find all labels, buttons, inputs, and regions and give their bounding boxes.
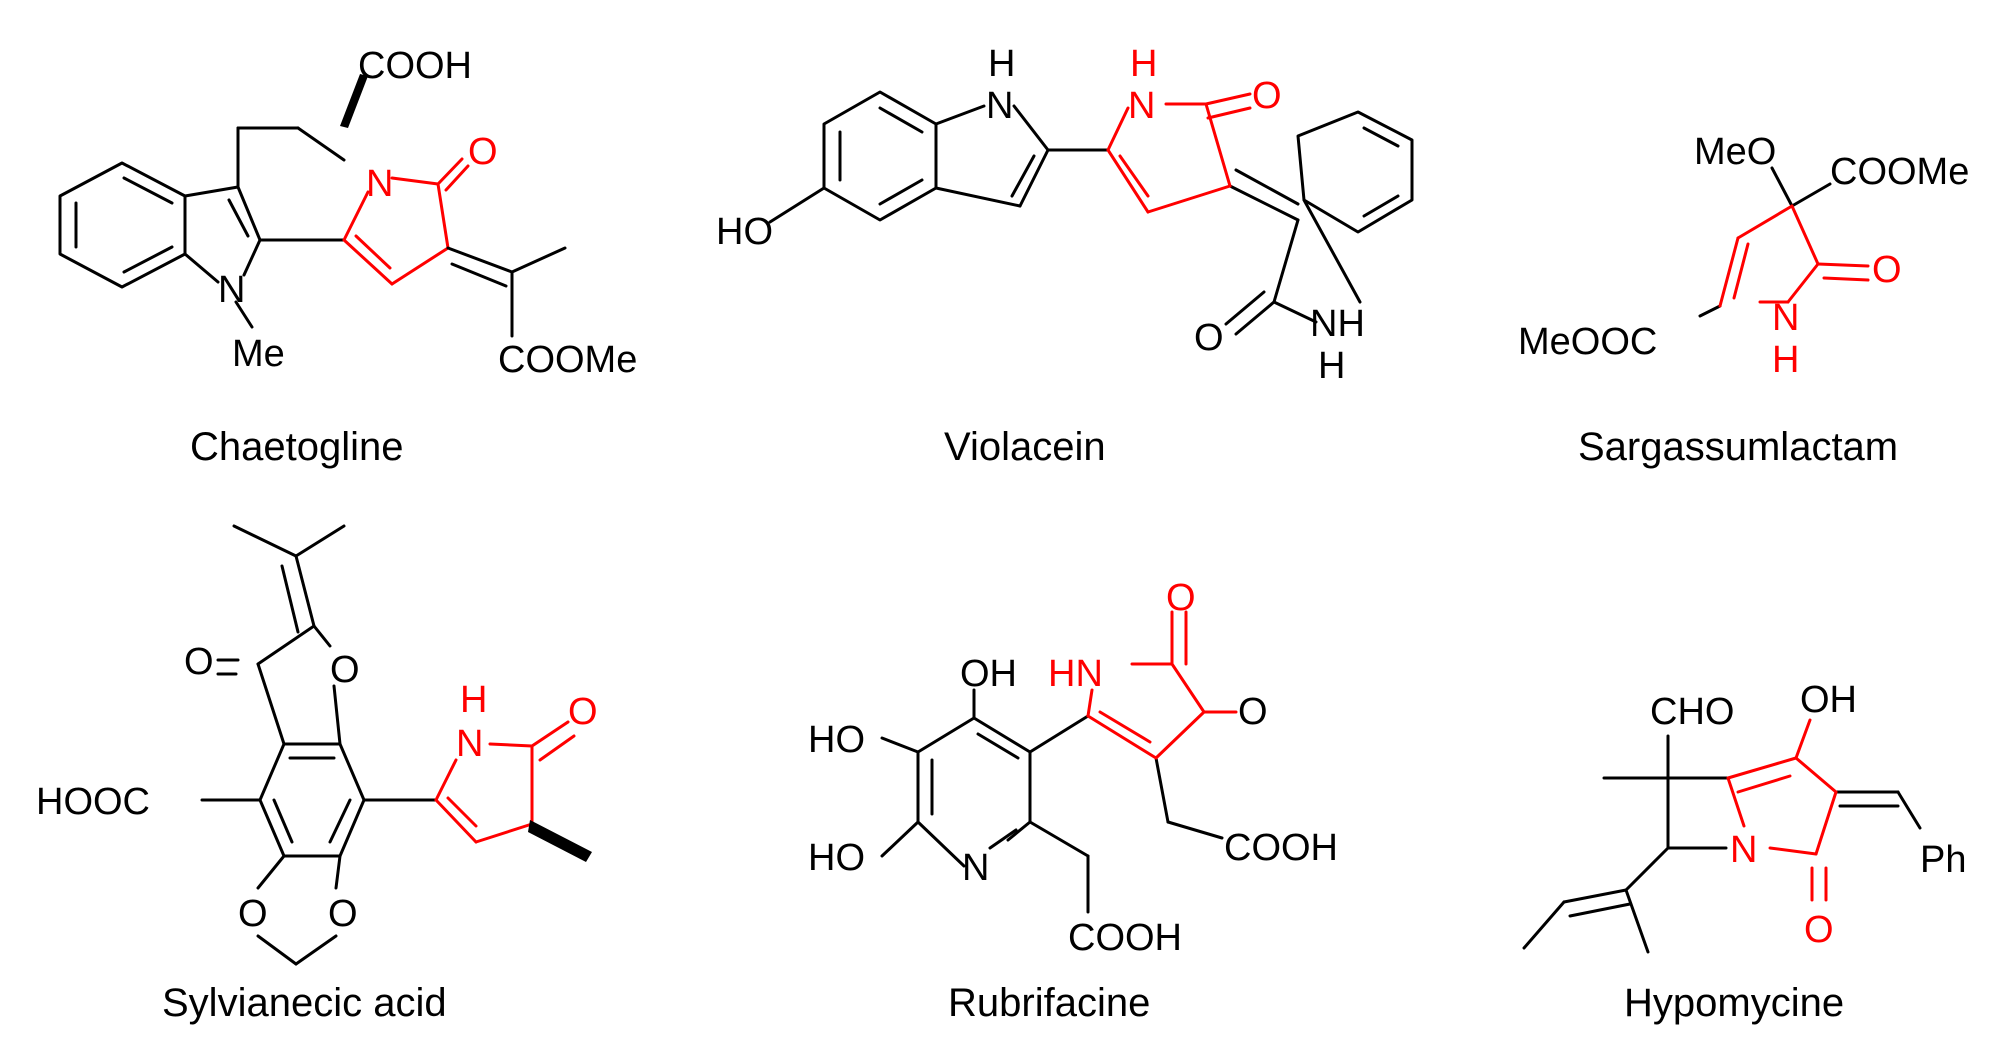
chaetogline-black-bonds [58, 126, 567, 338]
hypomycine-cho: CHO [1650, 691, 1734, 733]
sylvianecic-black-bonds [200, 524, 438, 966]
sylvianecic-keto-o: O [184, 641, 214, 683]
hypomycine-carbonyl-o: O [1804, 909, 1834, 951]
compound-rubrifacine: OH HO HO N HN O O COOH COOH Rubrifacine [808, 577, 1338, 1025]
violacein-carbonyl-o: O [1252, 75, 1282, 117]
sylvianecic-furan-o: O [330, 649, 360, 691]
hypomycine-ph: Ph [1920, 839, 1966, 881]
sylvianecic-dioxole-o1: O [238, 893, 268, 935]
violacein-red-ring [1106, 92, 1252, 214]
hypomycine-red-ring [1726, 718, 1838, 902]
sylvianecic-red-ring [434, 720, 576, 844]
rubrifacine-carbonyl-o1: O [1166, 577, 1196, 619]
rubrifacine-name: Rubrifacine [948, 981, 1150, 1025]
sylvianecic-hooc: HOOC [36, 781, 150, 823]
rubrifacine-hn: HN [1048, 653, 1103, 695]
sargassum-red-ring [1718, 204, 1870, 308]
chaetogline-cooh: COOH [358, 45, 472, 87]
violacein-oxindole-nh: NH [1310, 303, 1365, 345]
violacein-lactam-n: N [1128, 85, 1155, 127]
chaetogline-n-methyl: Me [232, 333, 285, 375]
sargassum-meo: MeO [1694, 131, 1776, 173]
sylvianecic-dioxole-o2: O [328, 893, 358, 935]
rubrifacine-red-ring [1086, 610, 1238, 760]
sargassum-methoxy-bond [1770, 166, 1794, 208]
rubrifacine-pyridine-n: N [962, 847, 989, 889]
sargassumlactam-name: Sargassumlactam [1578, 425, 1898, 469]
violacein-lactam-h: H [1130, 43, 1157, 85]
hypomycine-n: N [1730, 829, 1757, 871]
compound-violacein: H N HO H N O O NH H Violacein [716, 43, 1414, 469]
sargassum-h: H [1772, 339, 1799, 381]
sargassum-coome: COOMe [1830, 151, 1969, 193]
sylvianecic-acid-name: Sylvianecic acid [162, 981, 447, 1025]
compound-chaetogline: COOH O N N Me COOMe Chaetogline [58, 45, 637, 469]
violacein-oxindole-o: O [1194, 317, 1224, 359]
hypomycine-name: Hypomycine [1624, 981, 1844, 1025]
sylvianecic-carbonyl-o: O [568, 691, 598, 733]
violacein-black-bonds [768, 90, 1414, 336]
violacein-ho: HO [716, 211, 773, 253]
sargassum-n: N [1772, 297, 1799, 339]
hypomycine-black-bonds [1522, 734, 1922, 954]
chaetogline-exo-double-bond [446, 246, 514, 274]
rubrifacine-black-bonds [880, 688, 1224, 914]
sylvianecic-lactam-h: H [460, 679, 487, 721]
sylvianecic-stereo-wedge [528, 820, 592, 862]
rubrifacine-ho-2: HO [808, 837, 865, 879]
rubrifacine-cooh-2: COOH [1068, 917, 1182, 959]
violacein-indole-n: N [986, 85, 1013, 127]
rubrifacine-cooh-1: COOH [1224, 827, 1338, 869]
chaetogline-carbonyl-o: O [468, 131, 498, 173]
chaetogline-coome: COOMe [498, 339, 637, 381]
violacein-indole-h: H [988, 43, 1015, 85]
compound-sargassumlactam: MeO COOMe O MeOOC N H Sargassumlactam [1518, 131, 1969, 469]
rubrifacine-ho-1: HO [808, 719, 865, 761]
violacein-oxindole-h: H [1318, 345, 1345, 387]
rubrifacine-oh: OH [960, 653, 1017, 695]
sargassum-meooc: MeOOC [1518, 321, 1657, 363]
sargassum-carbonyl-o: O [1872, 249, 1902, 291]
compound-sylvianecic-acid: O O HOOC O O H N O Sylvianecic acid [36, 524, 598, 1025]
chaetogline-ring-n: N [366, 163, 393, 205]
chaetogline-indole-n: N [218, 269, 245, 311]
chaetogline-stereo-wedge [340, 74, 368, 128]
sylvianecic-lactam-n: N [456, 723, 483, 765]
rubrifacine-carbonyl-o2: O [1238, 691, 1268, 733]
hypomycine-oh: OH [1800, 679, 1857, 721]
violacein-name: Violacein [944, 425, 1106, 469]
chaetogline-name: Chaetogline [190, 425, 404, 469]
chaetogline-red-ring [342, 157, 470, 286]
compound-hypomycine: CHO OH N O Ph Hypomycine [1522, 679, 1966, 1025]
